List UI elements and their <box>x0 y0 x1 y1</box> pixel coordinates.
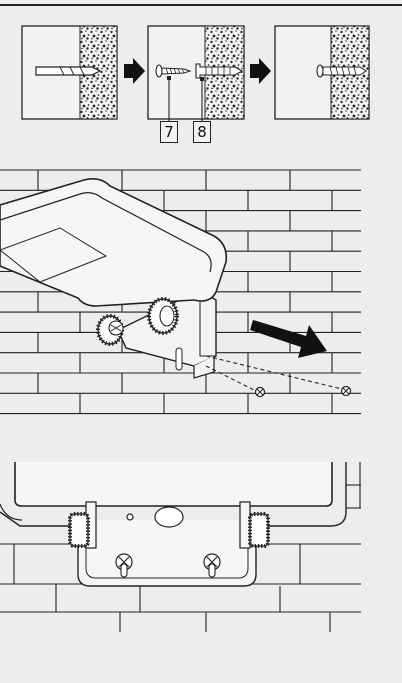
step-fixed-panel <box>274 25 370 120</box>
screw-icon <box>254 386 266 398</box>
adjustment-knob-icon <box>68 512 90 548</box>
wall-plug-icon <box>195 63 244 79</box>
drill-bit-icon <box>35 66 102 76</box>
adjustment-knob-icon <box>96 314 124 346</box>
step-drill-panel <box>21 25 118 120</box>
callout-wall-plug: 8 <box>193 121 211 143</box>
adjustment-knob-icon <box>147 297 179 335</box>
lamp-front-view <box>0 462 347 587</box>
mounting-direction-arrow-icon <box>250 320 327 358</box>
arrow-right-icon <box>124 58 145 84</box>
step-insert-panel <box>147 25 245 121</box>
screw-icon <box>340 385 352 397</box>
screw-in-plug-icon <box>316 64 367 78</box>
callout-screw: 7 <box>160 121 178 143</box>
lamp-assembly <box>0 178 352 398</box>
brick-wall-lower <box>0 462 361 632</box>
adjustment-knob-icon <box>248 512 270 548</box>
keyhole-slot-icon <box>115 553 133 578</box>
screw-icon <box>155 64 192 78</box>
keyhole-slot-icon <box>203 553 221 578</box>
arrow-right-icon <box>250 58 271 84</box>
